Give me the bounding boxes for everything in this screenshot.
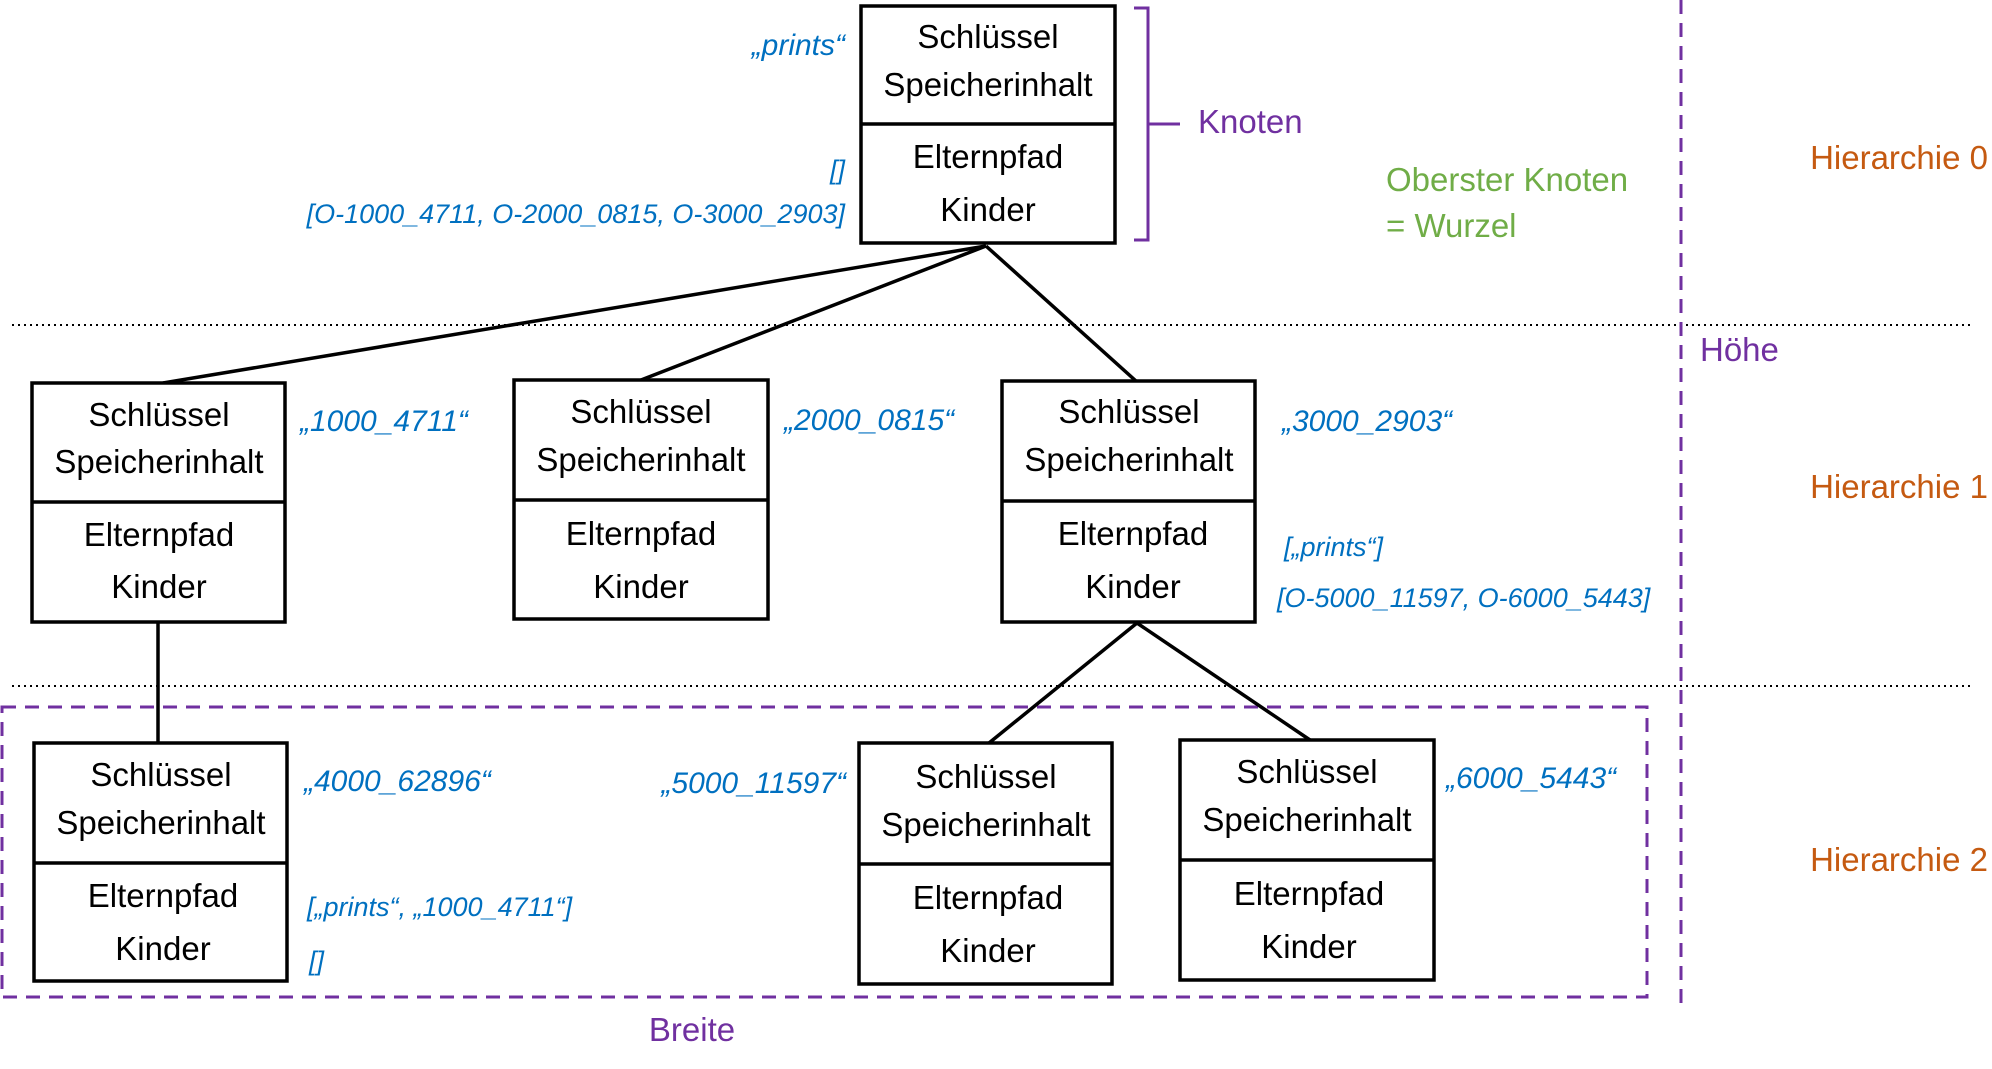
node-content-label: Speicherinhalt [1202,801,1411,838]
root-label-line1: Oberster Knoten [1386,161,1628,198]
edge-3000-5000 [987,621,1139,745]
node-children-label: Kinder [593,568,688,605]
node-key-label: Schlüssel [917,18,1058,55]
n3000-children-annotation: [O-5000_11597, O-6000_5443] [1276,583,1652,613]
node-key-label: Schlüssel [90,756,231,793]
n4000-key-annotation: „4000_62896“ [302,765,493,798]
n5000-key-annotation: „5000_11597“ [659,767,848,800]
edge-root-1000 [162,244,987,385]
node-children-label: Kinder [115,930,210,967]
node-3000-2903: Schlüssel Speicherinhalt Elternpfad Kind… [1000,379,1257,624]
node-2000-0815: Schlüssel Speicherinhalt Elternpfad Kind… [512,378,770,621]
node-content-label: Speicherinhalt [56,804,265,841]
node-parent-path-label: Elternpfad [1234,875,1384,912]
n3000-key-annotation: „3000_2903“ [1280,405,1454,438]
node-parent-path-label: Elternpfad [88,877,238,914]
hierarchie-0-label: Hierarchie 0 [1810,139,1988,176]
edge-root-3000 [984,244,1138,383]
node-key-label: Schlüssel [1058,393,1199,430]
root-parent-path-annotation: [] [829,155,847,185]
edge-root-2000 [640,244,987,382]
edge-3000-6000 [1136,621,1311,742]
node-key-label: Schlüssel [88,396,229,433]
hierarchie-2-label: Hierarchie 2 [1810,841,1988,878]
node-1000-4711: Schlüssel Speicherinhalt Elternpfad Kind… [30,381,287,624]
node-key-label: Schlüssel [570,393,711,430]
root-children-annotation: [O-1000_4711, O-2000_0815, O-3000_2903] [306,199,847,229]
n2000-key-annotation: „2000_0815“ [782,404,956,437]
node-parent-path-label: Elternpfad [913,138,1063,175]
knoten-label: Knoten [1198,103,1303,140]
n4000-children-annotation: [] [308,946,326,976]
node-key-label: Schlüssel [915,758,1056,795]
node-content-label: Speicherinhalt [54,443,263,480]
n3000-parent-path-annotation: [„prints“] [1283,532,1385,562]
node-4000-62896: Schlüssel Speicherinhalt Elternpfad Kind… [32,741,289,983]
node-content-label: Speicherinhalt [1024,441,1233,478]
breite-label: Breite [649,1011,735,1048]
n4000-parent-path-annotation: [„prints“, „1000_4711“] [306,892,574,922]
node-children-label: Kinder [940,191,1035,228]
node-5000-11597: Schlüssel Speicherinhalt Elternpfad Kind… [857,741,1114,986]
root-label-line2: = Wurzel [1386,207,1517,244]
hierarchie-1-label: Hierarchie 1 [1810,468,1988,505]
node-content-label: Speicherinhalt [883,66,1092,103]
hoehe-label: Höhe [1700,331,1779,368]
n6000-key-annotation: „6000_5443“ [1444,762,1618,795]
node-children-label: Kinder [111,568,206,605]
node-children-label: Kinder [940,932,1035,969]
node-parent-path-label: Elternpfad [566,515,716,552]
node-parent-path-label: Elternpfad [84,516,234,553]
node-content-label: Speicherinhalt [536,441,745,478]
node-children-label: Kinder [1261,928,1356,965]
node-root: Schlüssel Speicherinhalt Elternpfad Kind… [859,4,1117,245]
node-parent-path-label: Elternpfad [1058,515,1208,552]
root-key-annotation: „prints“ [750,29,847,62]
node-6000-5443: Schlüssel Speicherinhalt Elternpfad Kind… [1178,738,1436,982]
node-children-label: Kinder [1085,568,1180,605]
n1000-key-annotation: „1000_4711“ [298,405,470,438]
node-bracket [1134,6,1180,242]
node-content-label: Speicherinhalt [881,806,1090,843]
node-key-label: Schlüssel [1236,753,1377,790]
node-parent-path-label: Elternpfad [913,879,1063,916]
